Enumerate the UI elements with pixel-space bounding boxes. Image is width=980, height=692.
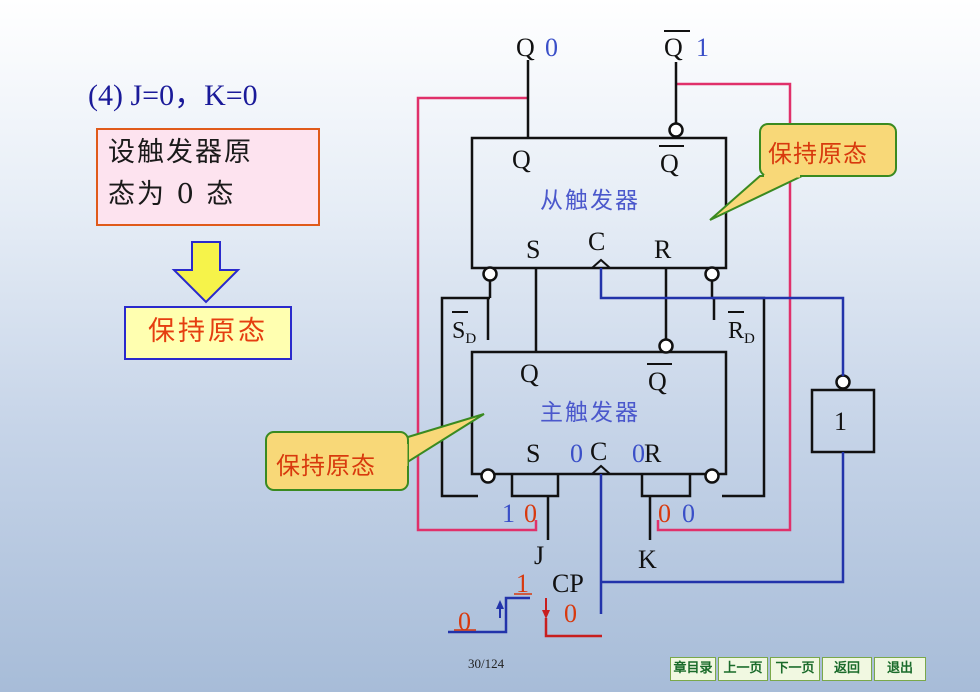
clock-edge-marks [591, 258, 611, 475]
sd-label-sub: D [465, 331, 476, 347]
k-label: K [638, 545, 657, 574]
page-number: 30/124 [468, 656, 505, 671]
master-callout [265, 413, 485, 491]
slave-qbar-label: Q [660, 149, 679, 178]
cp-label: CP [552, 569, 584, 598]
inverter-label: 1 [834, 407, 847, 436]
slave-title: 从触发器 [540, 188, 640, 214]
master-qbar-label: Q [648, 367, 667, 396]
master-flipflop-box [470, 350, 728, 476]
output-qbar-value: 1 [696, 33, 709, 62]
cp-high-value: 1 [516, 569, 529, 598]
nav-next-page-button[interactable]: 下一页 [770, 657, 820, 681]
master-q-label: Q [520, 359, 539, 388]
result-box: 保持原态 [124, 306, 292, 360]
k-left-value: 0 [658, 499, 671, 528]
master-s-value: 0 [570, 439, 583, 468]
master-r-label: R [644, 439, 662, 468]
output-q-value: 0 [545, 33, 558, 62]
assumption-line-1: 设触发器原 [108, 137, 253, 168]
cp-falling-edge [544, 618, 602, 638]
master-callout-text: 保持原态 [276, 452, 376, 480]
output-q-label: Q [516, 33, 535, 62]
slave-c-label: C [588, 227, 605, 256]
sd-label-main: S [452, 318, 465, 344]
slave-q-label: Q [512, 145, 531, 174]
j-label: J [534, 541, 544, 570]
master-title: 主触发器 [540, 400, 640, 426]
nav-return-button[interactable]: 返回 [822, 657, 872, 681]
nav-previous-page-button[interactable]: 上一页 [718, 657, 768, 681]
k-right-value: 0 [682, 499, 695, 528]
slave-callout [709, 123, 897, 221]
slave-r-label: R [654, 235, 672, 264]
master-s-label: S [526, 439, 540, 468]
slave-callout-text: 保持原态 [768, 140, 868, 168]
cp-low-left-value: 0 [458, 607, 471, 636]
clock-wires [599, 268, 845, 614]
assumption-line-2: 态为 0 态 [108, 179, 236, 210]
slave-s-label: S [526, 235, 540, 264]
down-arrow-icon [171, 241, 241, 304]
j-right-value: 0 [524, 499, 537, 528]
nav-chapter-toc-button[interactable]: 章目录 [670, 657, 716, 681]
slave-flipflop-box [470, 136, 728, 270]
j-left-value: 1 [502, 499, 515, 528]
master-r-value: 0 [632, 439, 645, 468]
slide-heading: (4) J=0，K=0 [88, 79, 258, 112]
rd-label-sub: D [744, 331, 755, 347]
master-c-label: C [590, 437, 607, 466]
falling-arrowhead-icon [542, 610, 550, 619]
slide-navigation: 章目录 上一页 下一页 返回 退出 [670, 657, 928, 681]
output-qbar-label: Q [664, 33, 683, 62]
rd-label: RD [728, 318, 755, 347]
inversion-bubbles [480, 122, 851, 484]
sd-label: SD [452, 318, 476, 347]
cp-rising-edge [448, 596, 530, 634]
feedback-wires [416, 82, 792, 532]
cp-low-right-value: 0 [564, 599, 577, 628]
rd-label-main: R [728, 318, 744, 344]
assumption-box: 设触发器原 态为 0 态 [96, 128, 320, 226]
rising-arrowhead-icon [496, 600, 504, 609]
nav-exit-button[interactable]: 退出 [874, 657, 926, 681]
